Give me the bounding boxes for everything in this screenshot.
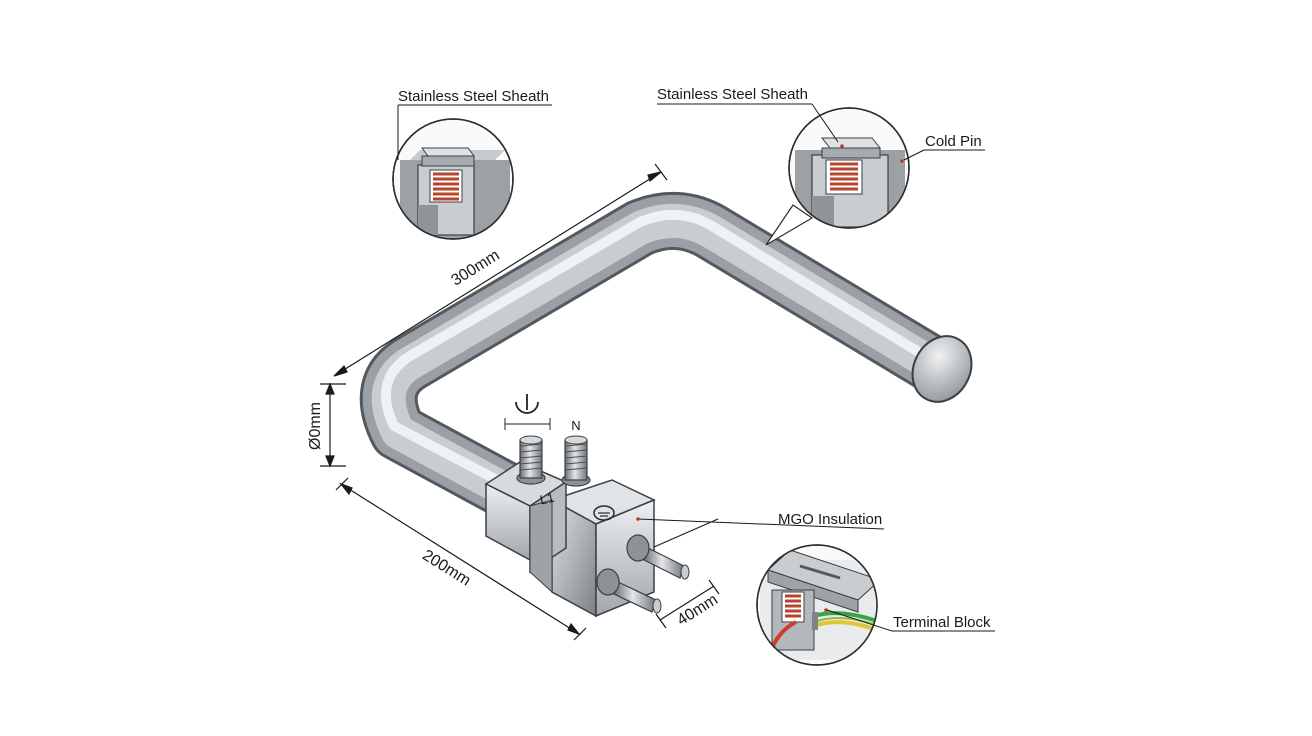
callout-leader-cold-pin xyxy=(903,149,985,161)
callout-sheath-right: Stainless Steel Sheath xyxy=(657,86,808,103)
terminal-label-n: N xyxy=(571,418,580,433)
dimension-40mm-line xyxy=(655,579,720,629)
callout-cold-pin: Cold Pin xyxy=(925,133,982,150)
terminal-stud-l1 xyxy=(516,435,546,485)
detail-sheath-right xyxy=(765,107,910,246)
terminal-stud-n xyxy=(561,435,591,487)
terminal-label-l1: L1 xyxy=(538,490,555,508)
callout-leader-mgo xyxy=(637,518,885,548)
callout-terminal-block: Terminal Block xyxy=(893,614,991,631)
heater-tube xyxy=(359,191,950,524)
callout-leader-sheath-left xyxy=(397,104,552,160)
terminal-stud-side-lower xyxy=(596,568,662,614)
callout-mgo-insulation: MGO Insulation xyxy=(778,511,882,528)
earth-symbol-icon xyxy=(504,394,551,430)
callout-leader-terminal-block xyxy=(826,609,995,632)
dimension-200mm-line xyxy=(335,477,587,641)
callout-leader-sheath-right xyxy=(657,103,839,143)
ground-icon xyxy=(593,505,615,521)
dimension-300mm-line xyxy=(333,163,668,377)
mgo-marker xyxy=(636,517,640,521)
callout-sheath-left: Stainless Steel Sheath xyxy=(398,88,549,105)
tube-end-cap xyxy=(911,335,973,403)
dimension-diameter-line xyxy=(320,382,346,468)
dimension-200mm-label: 200mm xyxy=(419,547,473,590)
terminal-stud-side-upper xyxy=(626,534,690,580)
detail-sheath-left xyxy=(392,118,514,240)
dimension-diameter-label: Ø0mm xyxy=(307,402,324,450)
detail-terminal-block xyxy=(756,544,878,666)
